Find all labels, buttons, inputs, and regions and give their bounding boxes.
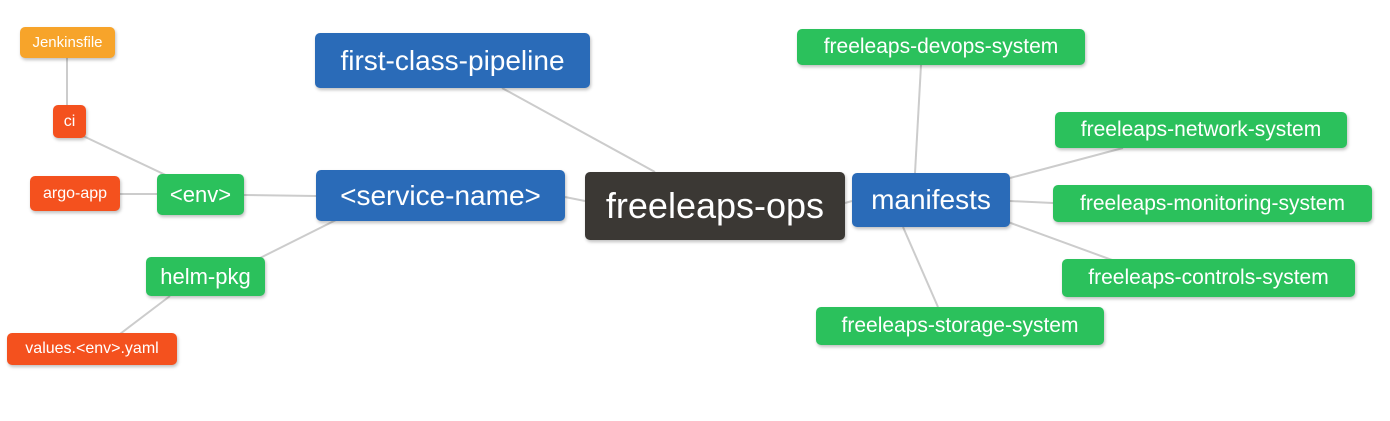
node-freeleaps-devops-system-label: freeleaps-devops-system xyxy=(823,35,1059,58)
edge-env-service-name xyxy=(243,194,317,197)
edge-helm-pkg-values-yaml xyxy=(119,295,171,335)
node-helm-pkg[interactable]: helm-pkg xyxy=(146,257,265,296)
node-freeleaps-monitoring-system-label: freeleaps-monitoring-system xyxy=(1080,191,1345,215)
node-argo-app-label: argo-app xyxy=(42,184,108,202)
edge-ci-env xyxy=(80,134,173,179)
node-service-name[interactable]: <service-name> xyxy=(316,170,565,221)
node-freeleaps-ops-label: freeleaps-ops xyxy=(605,185,825,226)
node-jenkinsfile[interactable]: Jenkinsfile xyxy=(20,27,115,58)
edge-service-name-root xyxy=(564,196,586,202)
node-manifests[interactable]: manifests xyxy=(852,173,1010,227)
node-helm-pkg-label: helm-pkg xyxy=(160,263,251,289)
node-freeleaps-devops-system[interactable]: freeleaps-devops-system xyxy=(797,29,1085,65)
node-freeleaps-network-system[interactable]: freeleaps-network-system xyxy=(1055,112,1347,148)
node-ci[interactable]: ci xyxy=(53,105,86,138)
node-env-label: <env> xyxy=(169,181,232,207)
node-freeleaps-monitoring-system[interactable]: freeleaps-monitoring-system xyxy=(1053,185,1372,222)
node-manifests-label: manifests xyxy=(871,184,991,215)
node-freeleaps-storage-system-label: freeleaps-storage-system xyxy=(841,314,1079,337)
edge-helm-pkg-service-name xyxy=(255,219,337,261)
node-values-yaml-label: values.<env>.yaml xyxy=(25,340,159,357)
node-freeleaps-controls-system[interactable]: freeleaps-controls-system xyxy=(1062,259,1355,297)
node-freeleaps-storage-system[interactable]: freeleaps-storage-system xyxy=(816,307,1104,345)
node-first-class-pipeline[interactable]: first-class-pipeline xyxy=(315,33,590,88)
edge-manifests-controls xyxy=(1007,221,1113,261)
edge-manifests-storage xyxy=(902,226,939,308)
node-ci-label: ci xyxy=(63,112,76,130)
node-freeleaps-controls-system-label: freeleaps-controls-system xyxy=(1088,266,1329,289)
node-freeleaps-network-system-label: freeleaps-network-system xyxy=(1080,118,1322,141)
node-values-yaml[interactable]: values.<env>.yaml xyxy=(7,333,177,365)
node-jenkinsfile-label: Jenkinsfile xyxy=(32,34,103,51)
node-argo-app[interactable]: argo-app xyxy=(30,176,120,211)
edge-manifests-network xyxy=(1009,147,1124,179)
node-env[interactable]: <env> xyxy=(157,174,244,215)
node-freeleaps-ops-root[interactable]: freeleaps-ops xyxy=(585,172,845,240)
edge-manifests-monitoring xyxy=(1009,200,1054,204)
edge-fcp-root xyxy=(501,87,656,173)
edge-manifests-devops xyxy=(914,64,922,174)
edge-root-manifests xyxy=(844,200,853,204)
node-first-class-pipeline-label: first-class-pipeline xyxy=(340,44,565,76)
node-service-name-label: <service-name> xyxy=(340,179,541,211)
